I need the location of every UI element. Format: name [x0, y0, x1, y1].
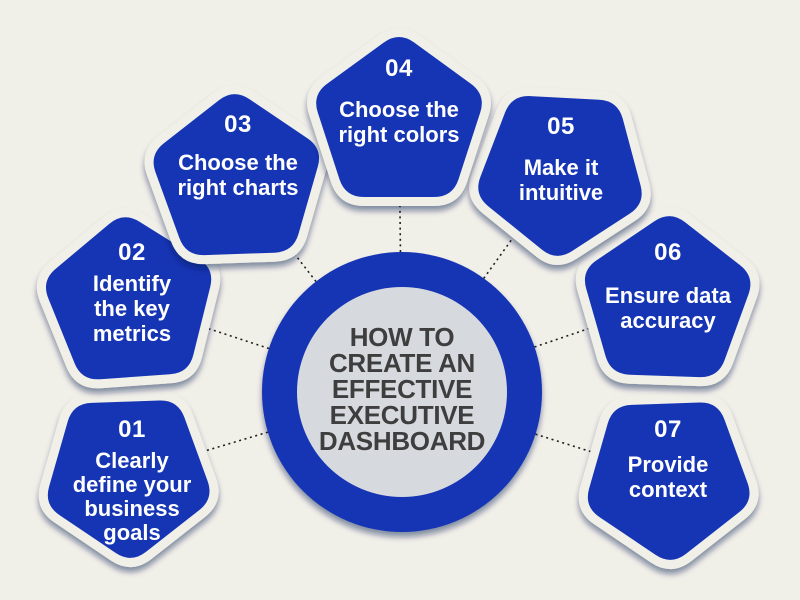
step-06-pentagon — [575, 207, 760, 387]
step-04-number: 04 — [385, 55, 413, 82]
step-01-number: 01 — [118, 416, 146, 443]
step-03-number: 03 — [224, 111, 252, 138]
step-07-pentagon — [578, 393, 759, 569]
step-02-pentagon — [36, 208, 221, 389]
step-03-pentagon — [144, 85, 329, 265]
step-04-pentagon — [307, 27, 491, 206]
step-07-number: 07 — [654, 416, 682, 443]
step-05-pentagon — [469, 87, 651, 265]
step-01-pentagon — [38, 391, 219, 567]
step-02-number: 02 — [118, 239, 146, 266]
step-05-number: 05 — [547, 113, 575, 140]
hub-inner-circle — [297, 287, 507, 497]
step-06-number: 06 — [654, 239, 682, 266]
